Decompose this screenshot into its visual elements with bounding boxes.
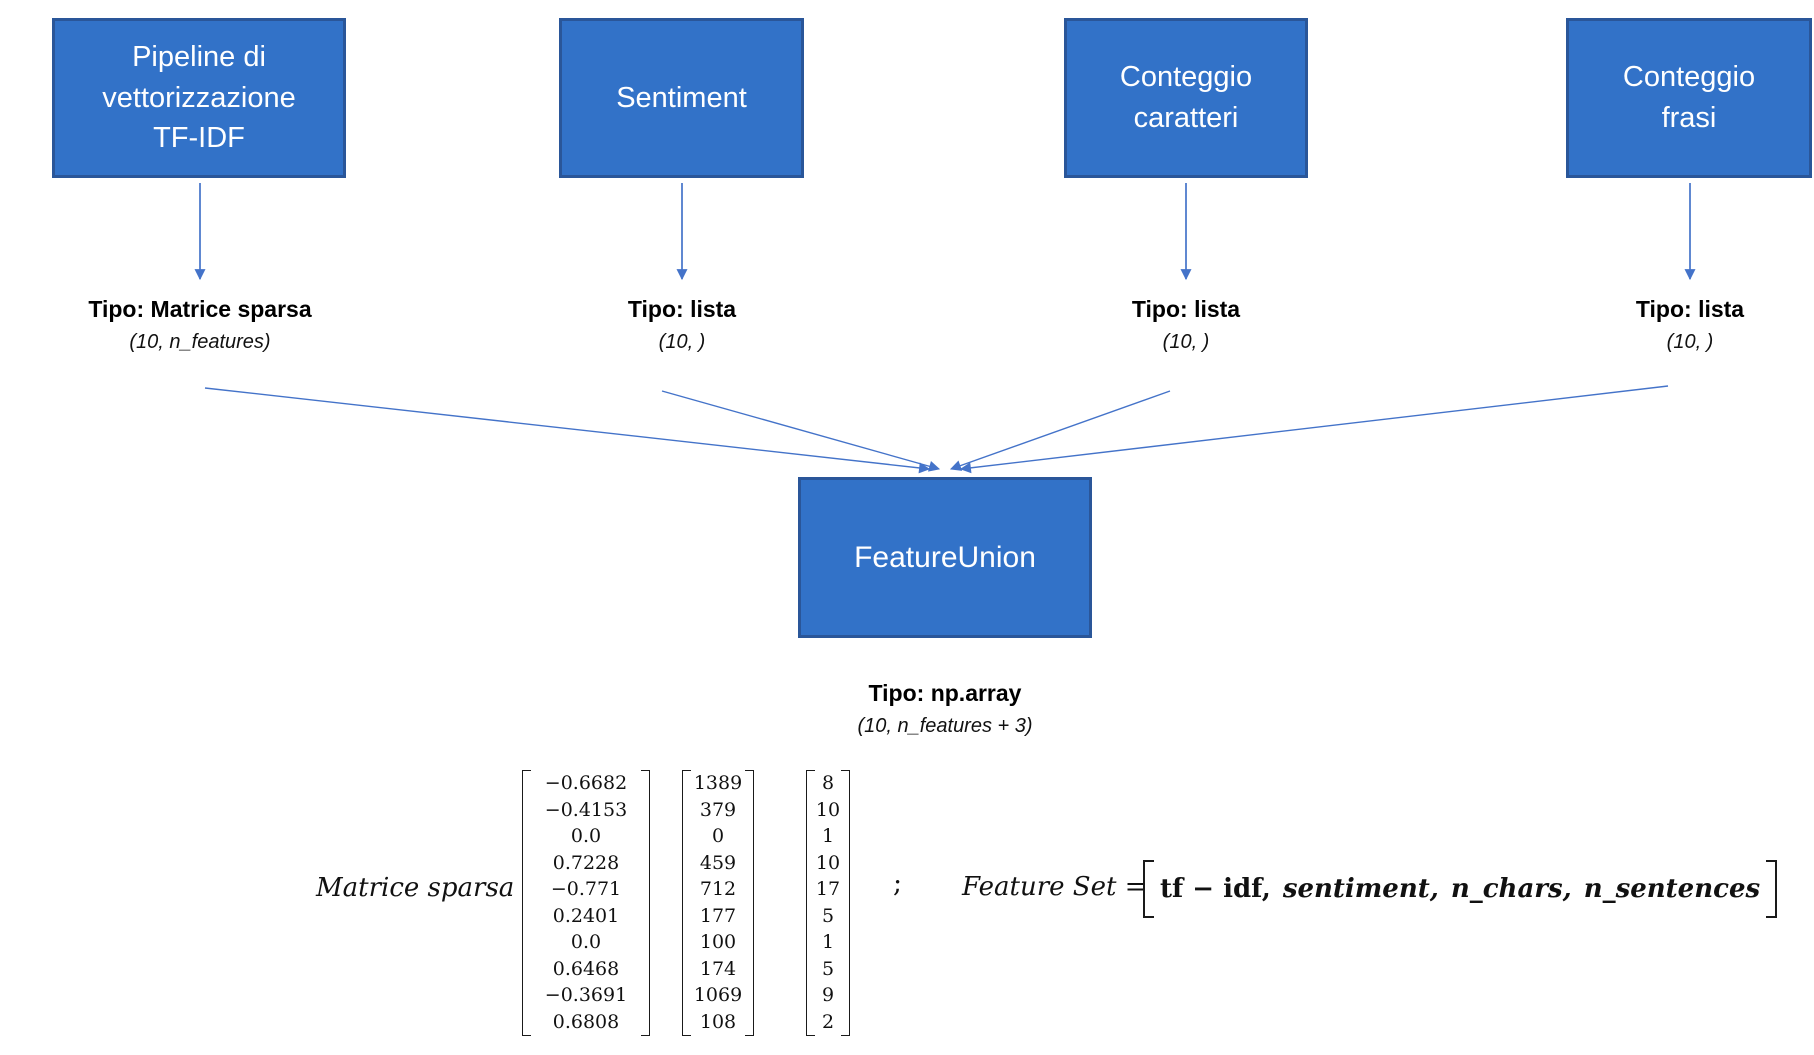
type-label-union: Tipo: np.array [868,680,1022,706]
feature-item-nsentences: n_sentences [1583,874,1761,904]
matrix-value: 5 [821,904,835,927]
box-sentiment: Sentiment [559,18,804,178]
matrix-value: −0.4153 [544,798,628,821]
matrix-value: 177 [699,904,737,927]
arrow-sentiment-to-union [661,390,941,472]
left-bracket [1143,860,1154,918]
feature-item-tfidf: tf − idf, [1160,874,1271,904]
matrix-column: 1389 379 0 459 712 177 100 174 1069 108 [691,770,745,1036]
type-label-tfidf: Tipo: Matrice sparsa [88,296,312,322]
box-char-count: Conteggio caratteri [1064,18,1308,178]
matrix-value: 379 [699,798,737,821]
matrix-value: 0.0 [570,825,602,848]
matrix-value: 712 [699,878,737,901]
shape-label-tfidf: (10, n_features) [129,331,271,353]
arrow-frasi-to-union [959,385,1669,474]
arrow-tfidf-to-union [204,387,931,474]
matrix-value: 2 [821,1010,835,1033]
matrix-value: 1 [821,931,835,954]
matrix-value: 17 [815,878,841,901]
shape-label-sentiment: (10, ) [658,331,706,353]
matrix-value: 9 [821,984,835,1007]
left-bracket [522,770,531,1036]
type-label-frasi: Tipo: lista [1635,296,1745,322]
type-label-chars: Tipo: lista [1131,296,1241,322]
matrix-value: −0.6682 [544,772,628,794]
left-bracket [806,770,815,1036]
shape-label-union: (10, n_features + 3) [857,715,1033,737]
matrix-value: 10 [815,851,841,874]
matrix-value: 459 [699,851,737,874]
left-bracket [682,770,691,1036]
matrix-value: 1069 [693,984,743,1007]
matrix-value: 0.7228 [552,851,620,874]
box-sentence-count: Conteggio frasi [1566,18,1812,178]
matrix-value: 0.0 [570,931,602,954]
matrix-value: 8 [821,772,835,794]
matrix-tfidf-sample: −0.6682 −0.4153 0.0 0.7228 −0.771 0.2401 0.0 0.… [522,770,650,1036]
matrix-value: 10 [815,798,841,821]
matrix-value: 0.2401 [552,904,620,927]
feature-item-nchars: n_chars, [1450,874,1572,904]
matrix-nchars-sample: 1389 379 0 459 712 177 100 174 1069 108 [682,770,754,1036]
matrix-value: 1389 [693,772,743,794]
box-tfidf-pipeline: Pipeline di vettorizzazione TF-IDF [52,18,346,178]
type-label-sentiment: Tipo: lista [627,296,737,322]
matrix-value: 100 [699,931,737,954]
arrow-chars-to-union [949,390,1171,471]
box-feature-union: FeatureUnion [798,477,1092,638]
matrix-nsentences-sample: 8 10 1 10 17 5 1 5 9 2 [806,770,850,1036]
matrix-value: 0 [711,825,725,848]
matrix-value: 1 [821,825,835,848]
matrix-value: −0.771 [550,878,622,901]
feature-set-label: Feature Set = [962,872,1147,902]
right-bracket [641,770,650,1036]
matrix-value: 0.6468 [552,957,620,980]
feature-item-sentiment: sentiment, [1282,874,1439,904]
matrix-value: 0.6808 [552,1010,620,1033]
right-bracket [745,770,754,1036]
shape-label-chars: (10, ) [1162,331,1210,353]
matrix-column: 8 10 1 10 17 5 1 5 9 2 [815,770,841,1036]
feature-set-expression: tf − idf, sentiment, n_chars, n_sentence… [1143,860,1778,918]
matrix-value: 108 [699,1010,737,1033]
matrix-column: −0.6682 −0.4153 0.0 0.7228 −0.771 0.2401 0.0 0.… [531,770,641,1036]
matrix-value: −0.3691 [544,984,628,1007]
right-bracket [1766,860,1778,918]
sparse-matrix-caption: Matrice sparsa [316,873,515,903]
shape-label-frasi: (10, ) [1666,331,1714,353]
separator-semicolon: ; [893,868,903,899]
matrix-value: 174 [699,957,737,980]
matrix-value: 5 [821,957,835,980]
right-bracket [841,770,850,1036]
